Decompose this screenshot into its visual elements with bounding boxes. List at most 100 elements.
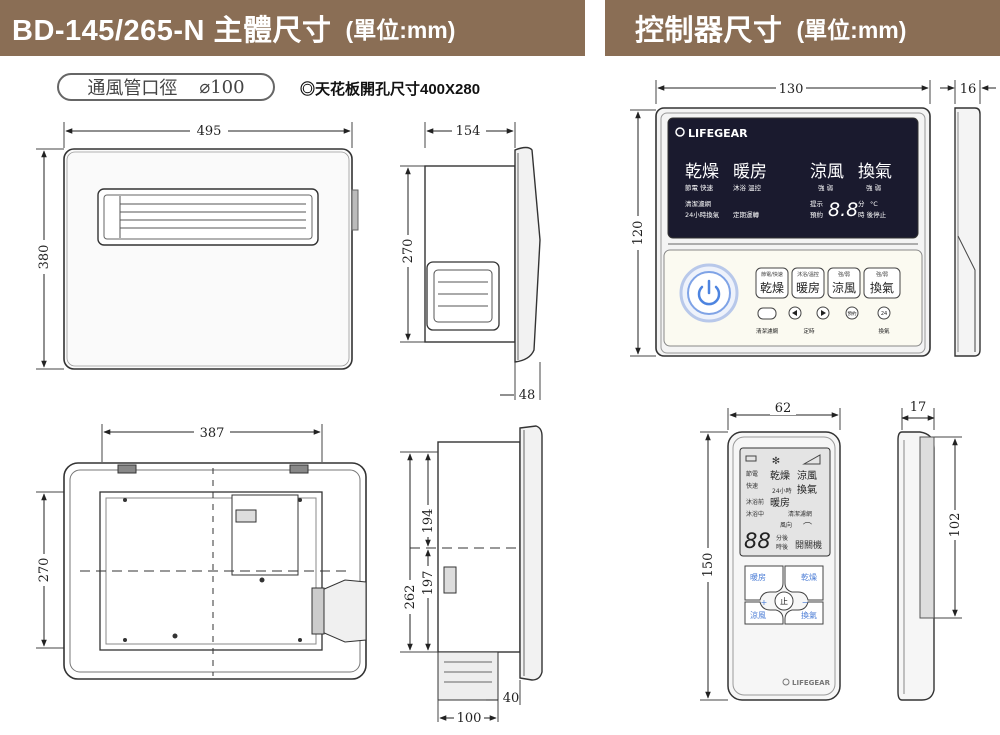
panel-btn-reserve[interactable] — [845, 306, 859, 320]
remote-key-plus: + — [761, 598, 768, 607]
wind-direction-icon: ⌒ — [803, 522, 812, 533]
remote-key-stop[interactable] — [774, 591, 794, 611]
dim-section-194: 194 — [421, 509, 436, 534]
panel-btn-24-label: 24 — [881, 311, 887, 317]
remote-key-vent-label: 換氣 — [801, 610, 817, 620]
remote-lcd-digits: 88 — [744, 529, 771, 553]
remote-lcd-l1b: 乾燥 — [770, 469, 790, 482]
dim-side-bottom: 48 — [519, 388, 536, 403]
panel-digits: 8.8 — [828, 199, 858, 221]
panel-btn-vent-label: 換氣 — [870, 281, 894, 295]
dim-remote-side-height: 102 — [948, 513, 963, 538]
panel-mode-vent: 換氣 — [858, 162, 892, 182]
remote-key-heat[interactable] — [744, 565, 784, 601]
panel-timer: 定期運轉 — [733, 210, 760, 219]
unit-section-view: 262 194 197 100 40 — [400, 425, 543, 726]
remote-side-view: 17 102 — [897, 400, 963, 701]
dim-remote-width: 62 — [775, 401, 792, 416]
unit-side-view: 154 270 48 — [400, 122, 541, 403]
panel-brand: LIFEGEAR — [688, 127, 748, 140]
control-panel-front: 130 120 LIFEGEAR 乾燥 暖房 涼風 換氣 節電 快速 沐浴 溫控… — [630, 80, 931, 357]
dim-bottom-height: 270 — [37, 558, 52, 583]
header-left-title: BD-145/265-N 主體尺寸 — [12, 15, 332, 47]
panel-btn-dry[interactable] — [755, 267, 789, 299]
panel-mode-dry: 乾燥 — [685, 162, 719, 182]
panel-btn-heat-sub: 沐浴/溫控 — [797, 271, 819, 278]
remote-lcd-onoff: 開關機 — [795, 539, 822, 551]
remote-key-cool[interactable] — [744, 601, 784, 625]
duct-size-value: ⌀100 — [199, 76, 245, 98]
panel-label-clean: 清潔濾網 — [756, 327, 779, 335]
remote-lcd-l5: 風向 — [780, 521, 792, 529]
remote-lcd-hr: 時後 — [776, 543, 788, 551]
panel-btn-dry-sub: 節電/快速 — [761, 271, 783, 278]
fan-icon: ✻ — [772, 456, 780, 467]
remote-brand: LIFEGEAR — [792, 679, 831, 687]
control-panel-side: 16 — [940, 80, 996, 357]
dim-front-width: 495 — [197, 124, 222, 139]
dim-panel-height: 120 — [631, 221, 646, 246]
dim-section-262: 262 — [403, 585, 418, 610]
panel-celsius: °C — [870, 200, 878, 208]
remote-lcd-l2b: 24小時 — [772, 487, 792, 495]
panel-clean-filter: 清潔濾網 — [685, 199, 712, 208]
dim-section-197: 197 — [421, 571, 436, 596]
panel-auto-vent: 24小時換氣 — [685, 210, 720, 219]
dim-section-100: 100 — [457, 711, 482, 726]
remote-lcd-l1a: 節電 — [746, 470, 758, 478]
dim-panel-width: 130 — [779, 82, 804, 97]
panel-btn-heat-label: 暖房 — [796, 280, 820, 295]
duct-size-label: 通風管口徑 — [87, 78, 178, 99]
panel-label-timer: 定時 — [803, 327, 815, 335]
remote-lcd-l2c: 換氣 — [797, 483, 817, 496]
panel-sub-vent: 強 弱 — [866, 184, 881, 192]
panel-btn-24[interactable] — [877, 306, 891, 320]
dim-remote-depth: 17 — [910, 400, 927, 415]
dim-bottom-width: 387 — [200, 426, 225, 441]
panel-btn-reserve-label: 預約 — [848, 310, 857, 317]
ceiling-opening-note: ◎天花板開孔尺寸400X280 — [300, 81, 481, 98]
remote-lcd-l3b: 暖房 — [770, 496, 790, 509]
duct-size-badge: 通風管口徑 ⌀100 — [57, 73, 275, 101]
panel-btn-cool-label: 涼風 — [832, 280, 856, 295]
remote-lcd-min: 分後 — [776, 534, 788, 542]
remote-front-view: 62 150 ✻ 節電 乾燥 涼風 快速 24小時 換氣 沐浴前 暖房 沐浴中 … — [700, 401, 841, 701]
panel-mode-cool: 涼風 — [810, 162, 844, 182]
panel-sub-cool: 強 弱 — [818, 184, 833, 192]
arrow-left-icon — [792, 310, 797, 316]
dim-side-depth: 154 — [456, 124, 481, 139]
panel-btn-vent[interactable] — [863, 267, 901, 299]
header-left-unit: (單位:mm) — [345, 17, 456, 43]
remote-key-dry[interactable] — [784, 565, 824, 601]
dim-remote-height: 150 — [701, 553, 716, 578]
remote-lcd-l2a: 快速 — [746, 482, 758, 490]
remote-key-dry-label: 乾燥 — [801, 572, 817, 582]
remote-key-stop-label: 止 — [780, 596, 788, 606]
remote-key-heat-label: 暖房 — [750, 572, 766, 582]
panel-minutes: 分 — [858, 199, 865, 208]
remote-lcd-l4b: 清潔濾網 — [788, 510, 812, 518]
header-left: BD-145/265-N 主體尺寸 (單位:mm) — [0, 0, 585, 56]
unit-front-view: 495 380 — [36, 122, 359, 370]
panel-reserve: 預約 — [810, 210, 824, 219]
panel-btn-clean[interactable] — [757, 307, 777, 320]
dim-side-height: 270 — [401, 239, 416, 264]
remote-lcd-l1c: 涼風 — [797, 469, 817, 482]
remote-key-cool-label: 涼風 — [750, 610, 766, 620]
panel-label-vent: 換氣 — [878, 327, 890, 335]
panel-sub-heat: 沐浴 溫控 — [733, 183, 762, 192]
remote-key-minus: − — [802, 598, 809, 607]
panel-mode-heat: 暖房 — [733, 162, 767, 182]
panel-after-stop: 時 後停止 — [858, 210, 887, 219]
arrow-right-icon — [821, 310, 826, 316]
remote-lcd-l4a: 沐浴中 — [746, 510, 764, 518]
signal-icon — [802, 454, 821, 465]
panel-btn-cool[interactable] — [827, 267, 861, 299]
panel-btn-dry-label: 乾燥 — [760, 281, 784, 295]
dim-section-40: 40 — [503, 691, 520, 706]
remote-key-vent[interactable] — [784, 601, 824, 625]
panel-hint: 提示 — [810, 199, 824, 208]
panel-btn-heat[interactable] — [791, 267, 825, 299]
unit-bottom-view: 387 270 — [36, 424, 367, 680]
